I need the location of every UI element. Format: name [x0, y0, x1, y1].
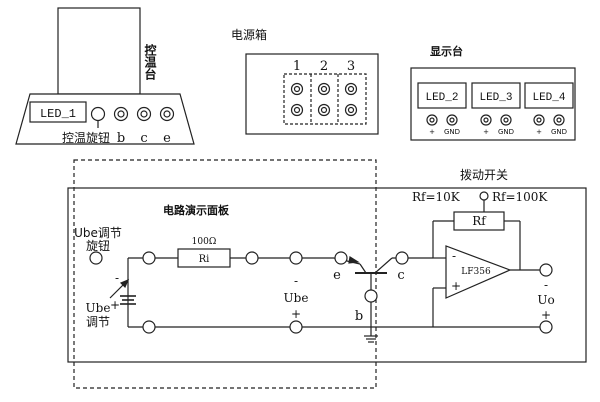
led4-gnd: GND	[551, 128, 567, 136]
terminal-emitter	[334, 251, 348, 265]
led2-display	[417, 82, 467, 109]
terminal-e-inner	[163, 110, 171, 118]
circuit-terminals	[89, 191, 553, 334]
emitter-label: e	[333, 268, 341, 283]
led1-label: LED_1	[40, 107, 76, 121]
opamp-body	[445, 245, 512, 299]
uo-minus-label: -	[544, 278, 548, 292]
temp-knob	[90, 106, 106, 122]
power-box	[245, 53, 379, 135]
led4-display	[524, 82, 574, 109]
ube-knob-label-2: 旋钮	[86, 238, 110, 253]
circuit-panel-frame	[67, 187, 587, 363]
switch-label: 拨动开关	[460, 168, 508, 182]
display-title: 显示台	[430, 44, 463, 58]
led3-label: LED_3	[479, 92, 512, 104]
display-frame	[410, 67, 576, 141]
terminal-b-label: b	[117, 131, 125, 146]
rf-100k-label: Rf=100K	[492, 190, 548, 204]
power-ch2-label: 2	[320, 59, 328, 74]
transistor-emitter-lead	[359, 263, 367, 274]
terminal-e-label: e	[163, 131, 171, 146]
terminal-c-label: c	[140, 131, 147, 146]
led2-plus: +	[429, 128, 435, 136]
led1-display	[29, 101, 87, 123]
terminal-top-left	[142, 251, 156, 265]
ube-plus-label: +	[291, 307, 301, 321]
demo-panel-dashed-frame	[73, 159, 377, 389]
opamp-plus-label: +	[451, 279, 461, 293]
terminal-e-outer	[159, 106, 175, 122]
ube-adjust-knob	[89, 251, 103, 265]
terminal-uo-minus	[539, 263, 553, 277]
temp-knob-label: 控温旋钮	[62, 130, 110, 145]
rf-label: Rf	[472, 214, 487, 228]
toggle-switch	[479, 191, 489, 201]
ri-label: Ri	[199, 254, 210, 265]
power-ch3-jacks	[344, 82, 358, 117]
temp-panel-frame	[57, 7, 141, 95]
emitter-arrow	[348, 256, 360, 264]
terminal-bottom-left	[142, 320, 156, 334]
ube-adj-label-2: 调节	[86, 315, 110, 329]
temp-control-box	[15, 7, 195, 145]
led3-display	[471, 82, 521, 109]
rf-10k-label: Rf=10K	[412, 190, 461, 204]
led2-gnd: GND	[444, 128, 460, 136]
led2-label: LED_2	[425, 92, 458, 104]
uo-plus-label: +	[541, 308, 551, 322]
temp-panel-label: 控温台	[143, 43, 157, 81]
ube-label: Ube	[284, 291, 309, 305]
terminal-c-outer	[136, 106, 152, 122]
power-box-frame	[245, 53, 379, 135]
power-ch1-jacks	[290, 82, 304, 117]
uo-label: Uo	[537, 293, 554, 307]
ube-minus-label: -	[294, 274, 298, 288]
ube-adj-label-1: Ube	[86, 301, 111, 315]
ube-knob-label-1: Ube调节	[74, 226, 122, 240]
transistor-base-terminal	[364, 289, 378, 303]
terminal-b-inner	[117, 110, 125, 118]
led4-plus: +	[536, 128, 542, 136]
power-ch2-jacks	[317, 82, 331, 117]
power-outputs-frame	[283, 73, 367, 125]
terminal-b-outer	[113, 106, 129, 122]
source-arrow-head	[119, 278, 130, 289]
led3-plus: +	[483, 128, 489, 136]
transistor-collector-lead	[374, 257, 393, 274]
led4-label: LED_4	[532, 92, 565, 104]
source-plus-label: +	[110, 298, 120, 312]
temp-base	[15, 93, 195, 145]
opamp-minus-label: -	[452, 249, 456, 263]
ri-value-label: 100Ω	[192, 237, 217, 247]
opamp-label: LF356	[461, 267, 491, 277]
circuit-panel-title: 电路演示面板	[163, 203, 230, 217]
terminal-collector	[395, 251, 409, 265]
power-ch1-label: 1	[293, 59, 301, 74]
collector-label: c	[397, 268, 404, 283]
circuit-panel	[67, 159, 587, 389]
terminal-uo-plus	[539, 320, 553, 334]
led3-gnd: GND	[498, 128, 514, 136]
terminal-bottom-ube-plus	[289, 320, 303, 334]
display-jacks	[426, 114, 565, 126]
terminal-top-ube-minus	[289, 251, 303, 265]
source-minus-label: -	[115, 271, 119, 285]
display-stand	[410, 67, 576, 141]
power-box-title: 电源箱	[231, 27, 267, 42]
power-ch3-label: 3	[347, 59, 355, 74]
base-label: b	[355, 309, 363, 324]
terminal-top-ri-right	[245, 251, 259, 265]
terminal-c-inner	[140, 110, 148, 118]
